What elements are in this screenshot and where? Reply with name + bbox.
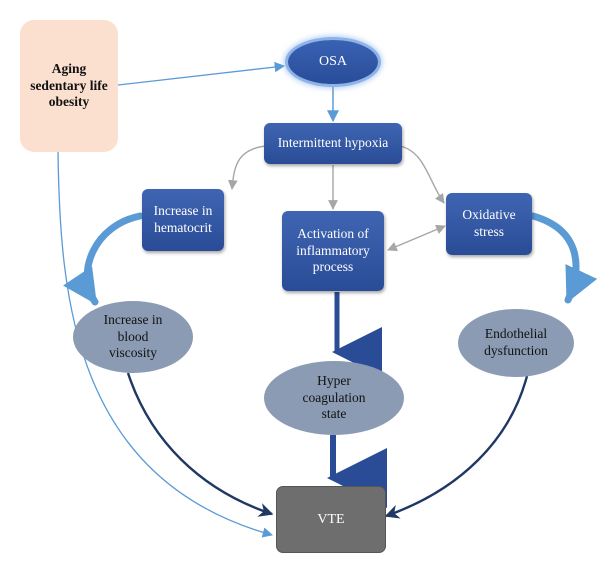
arrow-hypoxia-to-hematocrit xyxy=(227,145,266,190)
oxidative-stress-node: Oxidative stress xyxy=(446,193,532,255)
intermittent-hypoxia-label: Intermittent hypoxia xyxy=(277,135,389,151)
activation-inflammatory-line-1: Activation of xyxy=(297,225,369,241)
curve-oxidative-to-endothelial xyxy=(529,212,598,304)
osa-label: OSA xyxy=(318,54,347,70)
hypercoagulation-line-2: coagulation xyxy=(302,389,366,405)
activation-inflammatory-node: Activation of inflammatory process xyxy=(282,211,384,291)
curve-hematocrit-to-viscosity xyxy=(62,212,144,306)
vte-node: VTE xyxy=(276,486,386,553)
curve-endothelial-to-vte xyxy=(384,375,529,519)
blood-viscosity-line-2: blood xyxy=(117,328,149,344)
blood-viscosity-line-1: Increase in xyxy=(103,311,163,327)
endothelial-dysfunction-node: Endothelial dysfunction xyxy=(458,309,574,377)
activation-inflammatory-line-2: inflammatory xyxy=(296,242,370,258)
increase-hematocrit-node: Increase in hematocrit xyxy=(142,189,224,251)
hypercoagulation-line-1: Hyper xyxy=(317,372,351,388)
increase-hematocrit-line-1: Increase in xyxy=(153,203,213,219)
increase-hematocrit-line-2: hematocrit xyxy=(154,220,212,235)
activation-inflammatory-line-3: process xyxy=(312,259,354,275)
curve-viscosity-to-vte xyxy=(126,372,274,517)
risk-factor-sedentary-life: sedentary life xyxy=(30,77,108,93)
oxidative-stress-line-1: Oxidative xyxy=(462,207,516,223)
hypercoagulation-node: Hyper coagulation state xyxy=(264,361,404,435)
risk-factors-box: Aging sedentary life obesity xyxy=(20,20,118,152)
arrow-oxidative-inflammatory xyxy=(387,224,446,252)
arrow-hypoxia-to-oxidative xyxy=(399,145,445,204)
osa-node: OSA xyxy=(288,40,378,84)
endothelial-dysfunction-line-1: Endothelial xyxy=(484,326,548,342)
arrow-risk-to-vte xyxy=(57,151,274,538)
oxidative-stress-line-2: stress xyxy=(474,224,504,239)
blood-viscosity-line-3: viscosity xyxy=(108,345,157,361)
blood-viscosity-node: Increase in blood viscosity xyxy=(73,301,193,373)
intermittent-hypoxia-node: Intermittent hypoxia xyxy=(264,123,402,164)
arrow-risk-to-osa xyxy=(117,61,286,86)
vte-label: VTE xyxy=(317,511,345,527)
risk-factor-aging: Aging xyxy=(51,60,87,76)
hypercoagulation-line-3: state xyxy=(321,406,347,422)
risk-factor-obesity: obesity xyxy=(48,94,90,110)
endothelial-dysfunction-line-2: dysfunction xyxy=(484,343,548,358)
